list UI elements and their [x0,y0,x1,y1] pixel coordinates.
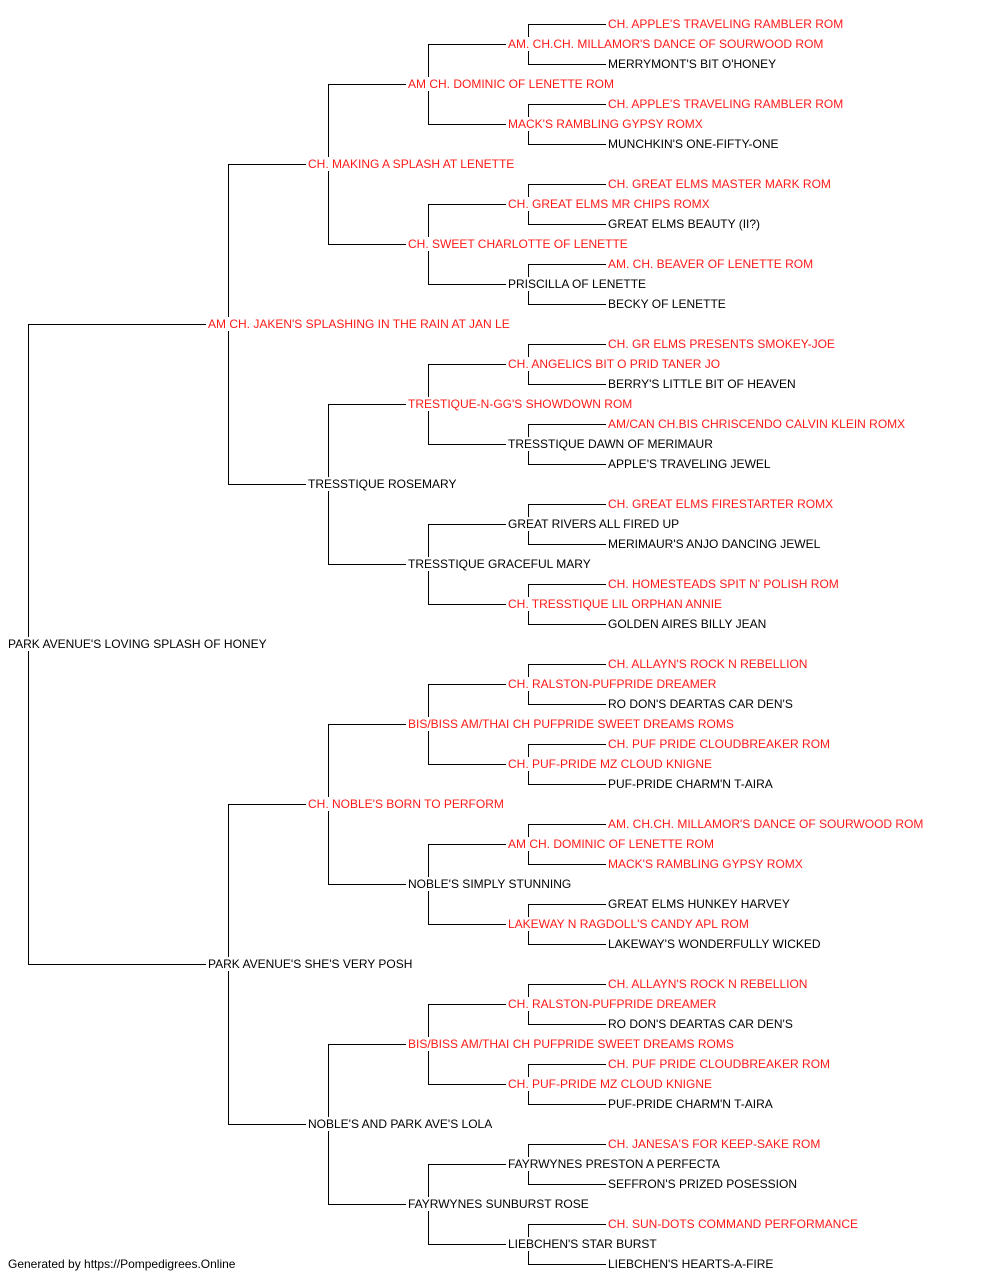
dam-name[interactable]: PUF-PRIDE CHARM'N T-AIRA [608,777,775,791]
dam-name[interactable]: RO DON'S DEARTAS CAR DEN'S [608,1017,795,1031]
sire-name[interactable]: CH. RALSTON-PUFPRIDE DREAMER [508,677,719,691]
dam-name[interactable]: APPLE'S TRAVELING JEWEL [608,457,773,471]
sire-name[interactable]: CH. GREAT ELMS MASTER MARK ROM [608,177,833,191]
dam-name[interactable]: BECKY OF LENETTE [608,297,728,311]
dam-name[interactable]: TRESSTIQUE ROSEMARY [308,477,459,491]
dam-name[interactable]: PRISCILLA OF LENETTE [508,277,649,291]
dam-name[interactable]: LIEBCHEN'S STAR BURST [508,1237,659,1251]
sire-name[interactable]: AM CH. DOMINIC OF LENETTE ROM [508,837,717,851]
footer-credit: Generated by https://Pompedigrees.Online [8,1257,236,1271]
dam-name[interactable]: NOBLE'S SIMPLY STUNNING [408,877,574,891]
sire-name[interactable]: CH. ANGELICS BIT O PRID TANER JO [508,357,723,371]
sire-name[interactable]: CH. JANESA'S FOR KEEP-SAKE ROM [608,1137,823,1151]
dam-name[interactable]: MACK'S RAMBLING GYPSY ROMX [608,857,805,871]
sire-name[interactable]: BIS/BISS AM/THAI CH PUFPRIDE SWEET DREAM… [408,717,736,731]
dam-name[interactable]: MERIMAUR'S ANJO DANCING JEWEL [608,537,823,551]
sire-name[interactable]: AM. CH.CH. MILLAMOR'S DANCE OF SOURWOOD … [608,817,926,831]
dam-name[interactable]: LIEBCHEN'S HEARTS-A-FIRE [608,1257,776,1271]
dam-name[interactable]: SEFFRON'S PRIZED POSESSION [608,1177,799,1191]
dam-name[interactable]: CH. PUF-PRIDE MZ CLOUD KNIGNE [508,1077,715,1091]
dam-name[interactable]: MACK'S RAMBLING GYPSY ROMX [508,117,705,131]
sire-name[interactable]: CH. SUN-DOTS COMMAND PERFORMANCE [608,1217,861,1231]
dam-name[interactable]: PARK AVENUE'S SHE'S VERY POSH [208,957,415,971]
sire-name[interactable]: CH. GR ELMS PRESENTS SMOKEY-JOE [608,337,837,351]
dam-name[interactable]: LAKEWAY N RAGDOLL'S CANDY APL ROM [508,917,751,931]
dam-name[interactable]: TRESSTIQUE DAWN OF MERIMAUR [508,437,715,451]
sire-name[interactable]: CH. PUF PRIDE CLOUDBREAKER ROM [608,1057,833,1071]
sire-name[interactable]: CH. MAKING A SPLASH AT LENETTE [308,157,517,171]
dam-name[interactable]: BERRY'S LITTLE BIT OF HEAVEN [608,377,798,391]
sire-name[interactable]: AM CH. DOMINIC OF LENETTE ROM [408,77,617,91]
dam-name[interactable]: MERRYMONT'S BIT O'HONEY [608,57,779,71]
dam-name[interactable]: GOLDEN AIRES BILLY JEAN [608,617,769,631]
sire-name[interactable]: CH. GREAT ELMS MR CHIPS ROMX [508,197,712,211]
sire-name[interactable]: CH. PUF PRIDE CLOUDBREAKER ROM [608,737,833,751]
sire-name[interactable]: CH. ALLAYN'S ROCK N REBELLION [608,977,810,991]
sire-name[interactable]: CH. RALSTON-PUFPRIDE DREAMER [508,997,719,1011]
dam-name[interactable]: TRESSTIQUE GRACEFUL MARY [408,557,593,571]
dam-name[interactable]: FAYRWYNES SUNBURST ROSE [408,1197,591,1211]
sire-name[interactable]: CH. NOBLE'S BORN TO PERFORM [308,797,506,811]
sire-name[interactable]: AM. CH. BEAVER OF LENETTE ROM [608,257,816,271]
dam-name[interactable]: CH. PUF-PRIDE MZ CLOUD KNIGNE [508,757,715,771]
sire-name[interactable]: TRESTIQUE-N-GG'S SHOWDOWN ROM [408,397,635,411]
sire-name[interactable]: CH. GREAT ELMS FIRESTARTER ROMX [608,497,836,511]
sire-name[interactable]: AM CH. JAKEN'S SPLASHING IN THE RAIN AT … [208,317,512,331]
dam-name[interactable]: MUNCHKIN'S ONE-FIFTY-ONE [608,137,781,151]
dam-name[interactable]: RO DON'S DEARTAS CAR DEN'S [608,697,795,711]
sire-name[interactable]: BIS/BISS AM/THAI CH PUFPRIDE SWEET DREAM… [408,1037,736,1051]
sire-name[interactable]: CH. APPLE'S TRAVELING RAMBLER ROM [608,97,846,111]
dam-name[interactable]: NOBLE'S AND PARK AVE'S LOLA [308,1117,495,1131]
dam-name[interactable]: PUF-PRIDE CHARM'N T-AIRA [608,1097,775,1111]
dam-name[interactable]: CH. TRESSTIQUE LIL ORPHAN ANNIE [508,597,725,611]
sire-name[interactable]: AM/CAN CH.BIS CHRISCENDO CALVIN KLEIN RO… [608,417,908,431]
sire-name[interactable]: GREAT ELMS HUNKEY HARVEY [608,897,792,911]
dam-name[interactable]: GREAT ELMS BEAUTY (II?) [608,217,763,231]
sire-name[interactable]: CH. ALLAYN'S ROCK N REBELLION [608,657,810,671]
sire-name[interactable]: CH. APPLE'S TRAVELING RAMBLER ROM [608,17,846,31]
sire-name[interactable]: AM. CH.CH. MILLAMOR'S DANCE OF SOURWOOD … [508,37,826,51]
subject-dog-name[interactable]: PARK AVENUE'S LOVING SPLASH OF HONEY [8,637,269,651]
sire-name[interactable]: GREAT RIVERS ALL FIRED UP [508,517,682,531]
dam-name[interactable]: LAKEWAY'S WONDERFULLY WICKED [608,937,823,951]
sire-name[interactable]: CH. HOMESTEADS SPIT N' POLISH ROM [608,577,841,591]
dam-name[interactable]: CH. SWEET CHARLOTTE OF LENETTE [408,237,630,251]
sire-name[interactable]: FAYRWYNES PRESTON A PERFECTA [508,1157,722,1171]
